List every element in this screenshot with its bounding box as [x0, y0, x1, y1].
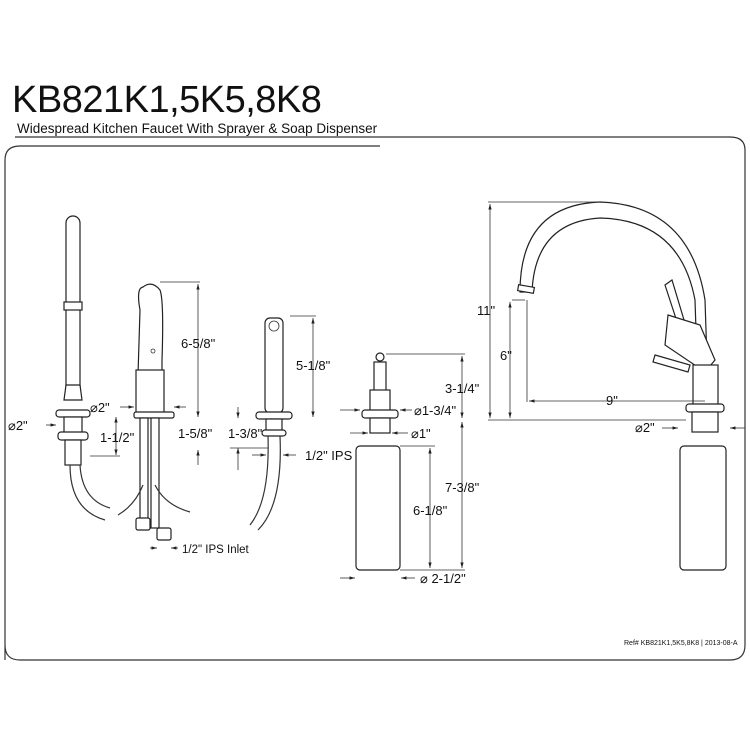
dim-right-handle-diameter: ⌀2" — [90, 400, 110, 415]
dim-soap-bottle-diameter: ⌀ 2-1/2" — [420, 571, 466, 586]
dim-ips-inlet: 1/2" IPS Inlet — [182, 544, 250, 556]
dim-sprayer-ips: 1/2" IPS — [305, 448, 353, 463]
dim-right-handle-height: 6-5/8" — [181, 336, 216, 351]
dim-spout-height: 11" — [477, 303, 495, 318]
dim-right-handle-shank: 1-5/8" — [178, 426, 213, 441]
left-handle-valve — [55, 215, 111, 521]
dim-soap-total-below: 7-3/8" — [445, 480, 480, 495]
dim-soap-flange: ⌀1-3/4" — [414, 403, 456, 418]
dim-sprayer-height: 5-1/8" — [296, 358, 331, 373]
reference-code: Ref# KB821K1,5K5,8K8 | 2013-08-A — [624, 640, 738, 647]
drawing-frame — [4, 136, 746, 661]
dim-soap-height: 3-1/4" — [445, 381, 480, 396]
dim-soap-bottle-height: 6-1/8" — [413, 503, 448, 518]
right-handle-valve — [117, 283, 191, 541]
sprayer — [249, 317, 293, 531]
dim-left-handle-shank: 1-1/2" — [100, 430, 135, 445]
main-faucet — [516, 201, 727, 571]
dim-spout-clearance: 6" — [500, 348, 512, 363]
dimension-lines — [46, 201, 745, 580]
dim-soap-shank: ⌀1" — [411, 426, 431, 441]
soap-dispenser — [355, 352, 401, 571]
dim-left-handle-diameter: ⌀2" — [8, 418, 28, 433]
dim-sprayer-shank: 1-3/8" — [228, 426, 263, 441]
dim-spout-reach: 9" — [606, 393, 618, 408]
product-subtitle: Widespread Kitchen Faucet With Sprayer &… — [17, 121, 378, 136]
dim-spout-base-diameter: ⌀2" — [635, 420, 655, 435]
model-title: KB821K1,5K5,8K8 — [12, 79, 322, 121]
